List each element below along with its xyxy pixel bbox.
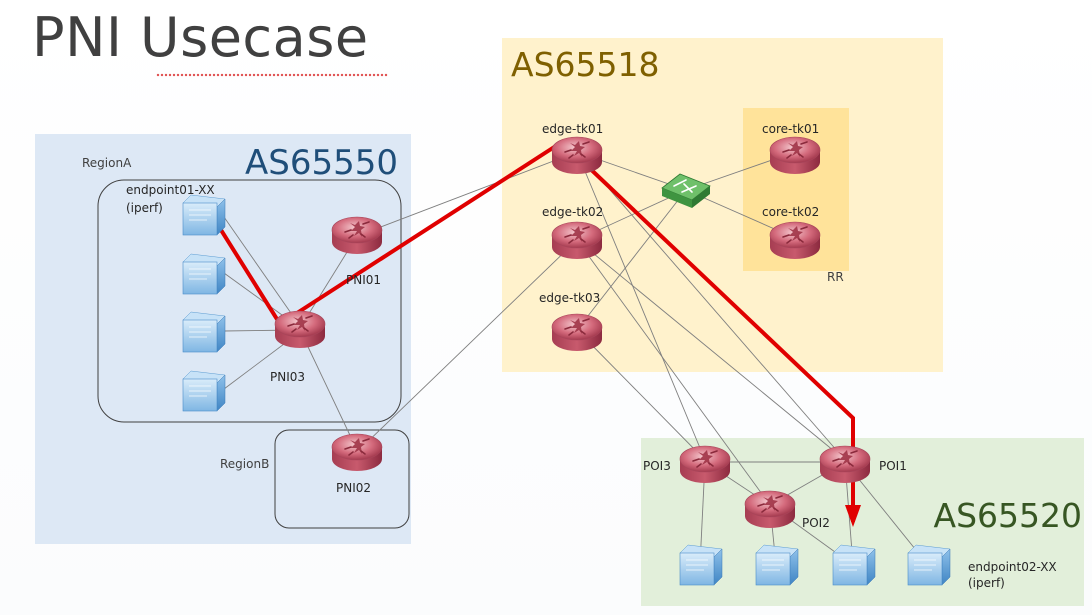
edge-tk02-label: edge-tk02 [542, 205, 603, 219]
endpoint02-tool-label: (iperf) [968, 576, 1005, 590]
endpoint01-tool-label: (iperf) [126, 201, 163, 215]
pni01-label: PNI01 [346, 273, 381, 287]
core-tk01-label: core-tk01 [762, 122, 819, 136]
as65550-label: AS65550 [245, 143, 398, 183]
router-icon[interactable] [551, 313, 603, 352]
server-icon[interactable] [832, 544, 876, 586]
switch-icon[interactable] [661, 173, 711, 208]
region-a-label: RegionA [82, 156, 132, 170]
server-icon[interactable] [182, 311, 226, 353]
endpoint01-name-label: endpoint01-XX [126, 183, 215, 197]
as65520-label: AS65520 [934, 496, 1083, 535]
server-icon[interactable] [182, 194, 226, 236]
region-b-label: RegionB [220, 457, 269, 471]
server-icon[interactable] [182, 370, 226, 412]
pni03-label: PNI03 [270, 370, 305, 384]
spellcheck-underline [156, 73, 388, 77]
router-icon[interactable] [744, 490, 796, 529]
server-icon[interactable] [679, 544, 723, 586]
router-icon[interactable] [551, 136, 603, 175]
router-icon[interactable] [274, 310, 326, 349]
router-icon[interactable] [679, 445, 731, 484]
region-a-box [97, 179, 402, 423]
poi2-label: POI2 [802, 516, 830, 530]
rr-label: RR [827, 270, 844, 284]
router-icon[interactable] [819, 445, 871, 484]
server-icon[interactable] [755, 544, 799, 586]
edge-tk03-label: edge-tk03 [539, 291, 600, 305]
page-title: PNI Usecase [32, 6, 369, 69]
poi1-label: POI1 [879, 459, 907, 473]
edge-tk01-label: edge-tk01 [542, 122, 603, 136]
server-icon[interactable] [907, 544, 951, 586]
router-icon[interactable] [769, 136, 821, 175]
as65518-label: AS65518 [511, 45, 660, 84]
endpoint02-name-label: endpoint02-XX [968, 560, 1057, 574]
router-icon[interactable] [331, 216, 383, 255]
server-icon[interactable] [182, 253, 226, 295]
router-icon[interactable] [331, 433, 383, 472]
router-icon[interactable] [769, 221, 821, 260]
pni02-label: PNI02 [336, 481, 371, 495]
arrow-icon [845, 505, 861, 527]
poi3-label: POI3 [643, 459, 671, 473]
core-tk02-label: core-tk02 [762, 205, 819, 219]
router-icon[interactable] [551, 221, 603, 260]
region-b-box [274, 429, 410, 529]
